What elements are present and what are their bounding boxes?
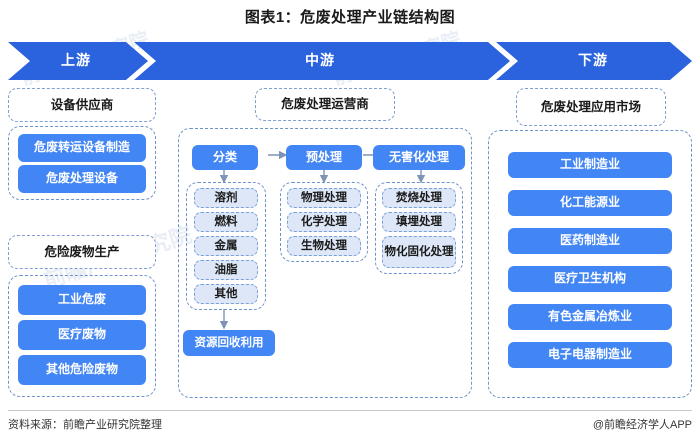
upstream-group2-header: 危险废物生产 [8, 235, 156, 269]
midstream-sub-item[interactable]: 物化固化处理 [382, 236, 456, 268]
upstream-group1-container [8, 126, 156, 200]
downstream-container [488, 130, 692, 398]
midstream-stage-title[interactable]: 无害化处理 [373, 145, 465, 170]
midstream-output-recycling[interactable]: 资源回收利用 [183, 330, 275, 356]
midstream-subgroup-harmless [375, 182, 463, 274]
source-note: 资料来源：前瞻产业研究院整理 [8, 419, 162, 431]
upstream-group2-container [8, 275, 156, 397]
banner-label-midstream: 中游 [305, 52, 335, 68]
footer-divider [8, 410, 692, 411]
downstream-item[interactable]: 医药制造业 [508, 228, 672, 254]
midstream-container [178, 128, 472, 398]
midstream-sub-item[interactable]: 金属 [194, 236, 258, 256]
downstream-item[interactable]: 工业制造业 [508, 152, 672, 178]
midstream-sub-item[interactable]: 燃料 [194, 212, 258, 232]
upstream-item[interactable]: 危废处理设备 [18, 165, 146, 193]
upstream-item[interactable]: 其他危险废物 [18, 355, 146, 385]
midstream-sub-item[interactable]: 化学处理 [287, 212, 361, 232]
downstream-item[interactable]: 电子电器制造业 [508, 342, 672, 368]
upstream-group1-header: 设备供应商 [8, 88, 156, 122]
upstream-item[interactable]: 工业危废 [18, 285, 146, 315]
credit-note: @前瞻经济学人APP [592, 419, 692, 431]
downstream-header: 危废处理应用市场 [516, 88, 666, 126]
downstream-item[interactable]: 化工能源业 [508, 190, 672, 216]
banner-label-downstream: 下游 [578, 52, 608, 68]
upstream-item[interactable]: 危废转运设备制造 [18, 134, 146, 162]
downstream-item[interactable]: 有色金属冶炼业 [508, 304, 672, 330]
midstream-sub-item[interactable]: 其他 [194, 284, 258, 304]
midstream-sub-item[interactable]: 油脂 [194, 260, 258, 280]
midstream-sub-item[interactable]: 填埋处理 [382, 212, 456, 232]
midstream-subgroup-classification [186, 182, 266, 310]
midstream-sub-item[interactable]: 溶剂 [194, 188, 258, 208]
midstream-stage-title[interactable]: 分类 [192, 145, 258, 170]
midstream-stage-title[interactable]: 预处理 [286, 145, 362, 170]
banner-label-upstream: 上游 [61, 52, 91, 68]
page-title: 图表1：危废处理产业链结构图 [244, 9, 456, 26]
midstream-subgroup-pretreatment [280, 182, 368, 262]
midstream-sub-item[interactable]: 生物处理 [287, 236, 361, 256]
upstream-item[interactable]: 医疗废物 [18, 320, 146, 350]
midstream-sub-item[interactable]: 物理处理 [287, 188, 361, 208]
midstream-header: 危废处理运营商 [255, 88, 395, 121]
chain-stage-banner [8, 42, 692, 80]
downstream-item[interactable]: 医疗卫生机构 [508, 266, 672, 292]
midstream-sub-item[interactable]: 焚烧处理 [382, 188, 456, 208]
